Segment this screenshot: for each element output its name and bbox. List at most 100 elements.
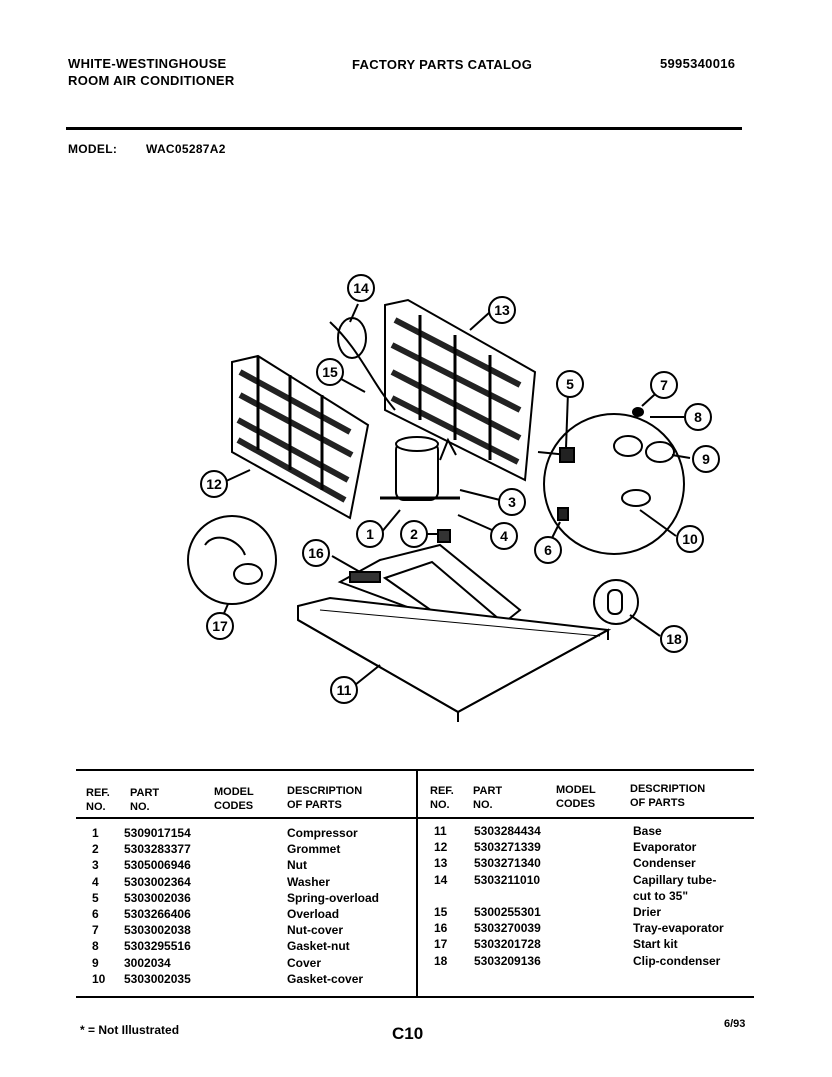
part-number: 5300255301 <box>474 905 541 919</box>
header-ref-no: REF.NO. <box>86 787 110 813</box>
ref-no: 14 <box>434 872 448 887</box>
part-number: 5303270039 <box>474 921 541 936</box>
ref-no: 16 <box>434 921 448 936</box>
svg-text:15: 15 <box>322 364 338 380</box>
part-number: 5309017154 <box>124 826 191 840</box>
callout-11: 11 <box>330 676 358 704</box>
callout-14: 14 <box>347 274 375 302</box>
svg-text:7: 7 <box>660 377 668 393</box>
table-bottom-rule <box>76 996 754 998</box>
grommet <box>437 529 451 543</box>
ref-no: 15 <box>434 905 448 919</box>
table-top-rule <box>76 769 754 771</box>
compressor <box>380 436 460 501</box>
callout-17: 17 <box>206 612 234 640</box>
callout-6: 6 <box>534 536 562 564</box>
page-number: C10 <box>392 1024 424 1043</box>
svg-text:11: 11 <box>337 682 352 698</box>
svg-text:1: 1 <box>366 526 374 542</box>
ref-no: 2 <box>92 842 99 857</box>
part-description: Evaporator <box>633 840 697 855</box>
part-description: Spring-overload <box>287 890 380 905</box>
part-number: 5305006946 <box>124 858 191 873</box>
part-number: 5303271339 <box>474 840 541 855</box>
ref-no: 10 <box>92 971 106 986</box>
part-description: Nut-cover <box>287 923 344 938</box>
part-number: 5303271340 <box>474 856 541 871</box>
part-description: Gasket-cover <box>287 971 364 986</box>
ref-no: 17 <box>434 937 448 952</box>
part-description: Washer <box>287 874 330 889</box>
model-number: WAC05287A2 <box>146 142 226 156</box>
catalog-number: 5995340016 <box>660 56 736 71</box>
catalog-title: FACTORY PARTS CATALOG <box>352 57 533 72</box>
ref-no: 5 <box>92 890 99 905</box>
condenser-clip <box>593 579 639 625</box>
part-description: Condenser <box>633 856 696 871</box>
ref-no: 3 <box>92 858 99 873</box>
ref-no: 18 <box>434 953 448 968</box>
model-label: MODEL: <box>68 142 118 156</box>
svg-text:18: 18 <box>666 631 682 647</box>
exploded-parts-diagram: 1 2 3 4 5 6 7 8 9 10 11 12 13 14 15 16 1… <box>187 274 720 722</box>
svg-text:5: 5 <box>566 376 574 392</box>
part-number: 3002034 <box>124 955 171 970</box>
callout-10: 10 <box>676 525 704 553</box>
callout-7: 7 <box>650 371 678 399</box>
part-description: Start kit <box>633 937 678 952</box>
revision-date: 6/93 <box>724 1018 746 1030</box>
ref-no: 13 <box>434 856 448 871</box>
callout-5: 5 <box>556 370 584 398</box>
part-number: 5303284434 <box>474 824 541 838</box>
ref-no: 6 <box>92 907 99 921</box>
table-column-divider <box>416 771 418 996</box>
part-number: 5303266406 <box>124 907 191 921</box>
base-pan <box>297 596 612 722</box>
header-ref-no-right: REF.NO. <box>430 785 454 811</box>
part-description: Overload <box>287 907 340 921</box>
part-description: Base <box>633 824 662 838</box>
svg-text:16: 16 <box>308 545 324 561</box>
ref-no: 4 <box>92 874 99 889</box>
start-kit-detail-circle <box>187 515 277 605</box>
callout-2: 2 <box>400 520 428 548</box>
callout-12: 12 <box>200 470 228 498</box>
part-description: Capillary tube- <box>633 872 717 887</box>
part-description: Tray-evaporator <box>633 921 724 936</box>
svg-text:8: 8 <box>694 409 702 425</box>
svg-text:2: 2 <box>410 526 418 542</box>
not-illustrated-note: * = Not Illustrated <box>80 1023 180 1037</box>
callout-3: 3 <box>498 488 526 516</box>
svg-text:14: 14 <box>353 280 369 296</box>
part-number: 5303211010 <box>474 872 541 887</box>
svg-text:6: 6 <box>544 542 552 558</box>
callout-15: 15 <box>316 358 344 386</box>
callout-13: 13 <box>488 296 516 324</box>
callout-1: 1 <box>356 520 384 548</box>
svg-text:9: 9 <box>702 451 710 467</box>
part-description: Cover <box>287 955 322 970</box>
ref-no: 1 <box>92 826 99 840</box>
header-rule <box>66 127 742 130</box>
svg-text:3: 3 <box>508 494 516 510</box>
part-number: 5303002364 <box>124 874 191 889</box>
part-description: Nut <box>287 858 307 873</box>
callout-8: 8 <box>684 403 712 431</box>
svg-text:13: 13 <box>494 302 510 318</box>
drier-line <box>329 321 396 411</box>
svg-text:12: 12 <box>206 476 222 492</box>
ref-no: 12 <box>434 840 448 855</box>
callout-16: 16 <box>302 539 330 567</box>
brand-name: WHITE-WESTINGHOUSE <box>68 56 227 71</box>
part-description: cut to 35" <box>633 888 689 903</box>
part-number: 5303201728 <box>474 937 541 952</box>
part-description: Clip-condenser <box>633 953 721 968</box>
part-number: 5303283377 <box>124 842 191 857</box>
evaporator-coil <box>231 354 370 520</box>
ref-no: 11 <box>434 824 447 838</box>
